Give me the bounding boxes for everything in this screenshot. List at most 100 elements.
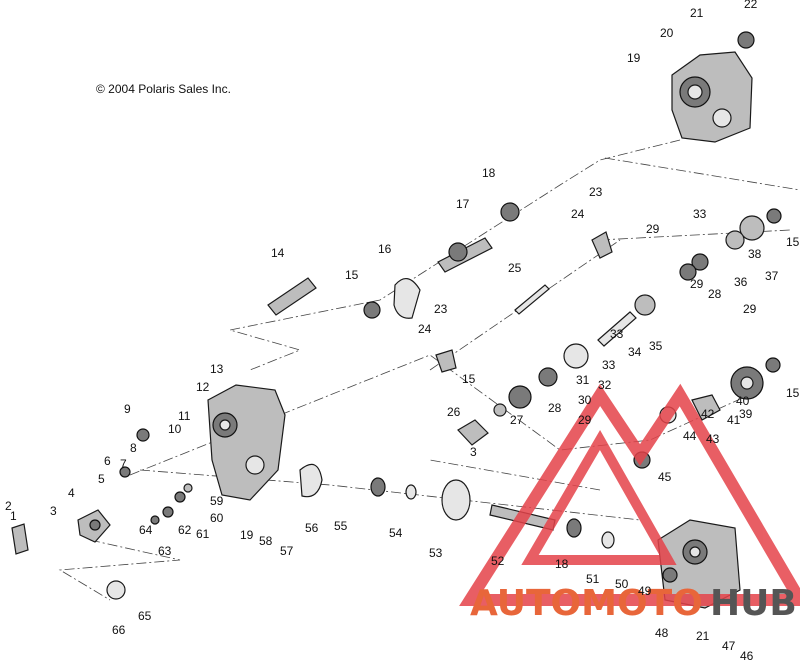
callout-17: 17 bbox=[456, 197, 470, 211]
callout-19: 19 bbox=[240, 528, 254, 542]
cover-part-20 bbox=[671, 51, 753, 143]
callout-30: 30 bbox=[578, 393, 592, 407]
callout-2: 2 bbox=[5, 499, 12, 513]
callout-15: 15 bbox=[786, 235, 800, 249]
callout-5: 5 bbox=[98, 472, 105, 486]
callout-60: 60 bbox=[210, 511, 224, 525]
callout-54: 54 bbox=[389, 526, 403, 540]
callout-33: 33 bbox=[602, 358, 616, 372]
callout-12: 12 bbox=[196, 380, 210, 394]
callout-3: 3 bbox=[50, 504, 57, 518]
part-26 bbox=[457, 419, 489, 446]
callout-51: 51 bbox=[586, 572, 600, 586]
watermark-text-right: HUB bbox=[710, 583, 797, 624]
callout-49: 49 bbox=[638, 584, 652, 598]
callout-57: 57 bbox=[280, 544, 294, 558]
callout-44: 44 bbox=[683, 429, 697, 443]
callout-43: 43 bbox=[706, 432, 720, 446]
callout-46: 46 bbox=[740, 649, 754, 663]
callout-11: 11 bbox=[178, 409, 191, 423]
callout-55: 55 bbox=[334, 519, 348, 533]
callout-6: 6 bbox=[104, 454, 111, 468]
callout-61: 61 bbox=[196, 527, 210, 541]
callout-26: 26 bbox=[447, 405, 461, 419]
callout-63: 63 bbox=[158, 544, 172, 558]
callout-4: 4 bbox=[68, 486, 75, 500]
callout-22: 22 bbox=[744, 0, 758, 11]
callout-58: 58 bbox=[259, 534, 273, 548]
watermark-text-left: AUTOMOTO bbox=[470, 583, 703, 624]
callout-53: 53 bbox=[429, 546, 443, 560]
callout-7: 7 bbox=[120, 457, 127, 471]
callout-50: 50 bbox=[615, 577, 629, 591]
callout-21: 21 bbox=[690, 6, 704, 20]
callout-28: 28 bbox=[548, 401, 562, 415]
rod-part-25 bbox=[514, 284, 550, 315]
chain-part-16 bbox=[393, 278, 421, 319]
callout-3: 3 bbox=[470, 445, 477, 459]
clip-part-56 bbox=[299, 463, 323, 498]
callout-15: 15 bbox=[786, 386, 800, 400]
callout-29: 29 bbox=[646, 222, 660, 236]
callout-23: 23 bbox=[434, 302, 448, 316]
shaft-part-14 bbox=[267, 277, 317, 316]
callout-56: 56 bbox=[305, 521, 319, 535]
callout-21: 21 bbox=[696, 629, 710, 643]
shaft-part-17 bbox=[437, 237, 493, 273]
callout-29: 29 bbox=[743, 302, 757, 316]
seal-part-9 bbox=[136, 428, 150, 442]
callout-14: 14 bbox=[271, 246, 285, 260]
copyright-notice: © 2004 Polaris Sales Inc. bbox=[96, 82, 231, 96]
bearing-part-18-low bbox=[566, 518, 582, 538]
pulley-part-53 bbox=[441, 479, 471, 521]
cover-part-49 bbox=[657, 519, 741, 609]
callout-38: 38 bbox=[748, 247, 762, 261]
callout-66: 66 bbox=[112, 623, 126, 637]
callout-48: 48 bbox=[655, 626, 669, 640]
fork-part-24-lower bbox=[435, 349, 457, 373]
callout-31: 31 bbox=[576, 373, 590, 387]
ring-part-51 bbox=[601, 531, 615, 549]
callout-1: 1 bbox=[10, 509, 17, 523]
callout-59: 59 bbox=[210, 494, 224, 508]
callout-13: 13 bbox=[210, 362, 224, 376]
callout-29: 29 bbox=[690, 277, 704, 291]
callout-10: 10 bbox=[168, 422, 182, 436]
seal-part-22 bbox=[737, 31, 755, 49]
callout-25: 25 bbox=[508, 261, 522, 275]
callout-33: 33 bbox=[610, 327, 624, 341]
bearing-part-15-left bbox=[363, 301, 381, 319]
callout-15: 15 bbox=[345, 268, 359, 282]
callout-18: 18 bbox=[555, 557, 569, 571]
plate-part-40 bbox=[691, 394, 721, 421]
small-parts-left bbox=[11, 483, 193, 600]
bearing-part-18-top bbox=[500, 202, 520, 222]
ring-part-54 bbox=[405, 484, 417, 500]
bearing-part-18-mid bbox=[370, 477, 386, 497]
watermark-logo bbox=[459, 383, 800, 606]
callout-8: 8 bbox=[130, 441, 137, 455]
case-part-12 bbox=[207, 384, 286, 501]
callout-35: 35 bbox=[649, 339, 663, 353]
callout-40: 40 bbox=[736, 394, 750, 408]
callout-24: 24 bbox=[418, 322, 432, 336]
callout-16: 16 bbox=[378, 242, 392, 256]
callout-47: 47 bbox=[722, 639, 736, 653]
callout-36: 36 bbox=[734, 275, 748, 289]
callout-37: 37 bbox=[765, 269, 779, 283]
callout-33: 33 bbox=[693, 207, 707, 221]
callout-29: 29 bbox=[578, 413, 592, 427]
callout-65: 65 bbox=[138, 609, 152, 623]
callout-20: 20 bbox=[660, 26, 674, 40]
callout-28: 28 bbox=[708, 287, 722, 301]
part-8 bbox=[119, 466, 131, 478]
fork-part-24-top bbox=[591, 231, 613, 259]
callout-32: 32 bbox=[598, 378, 612, 392]
callout-45: 45 bbox=[658, 470, 672, 484]
callout-18: 18 bbox=[482, 166, 496, 180]
callout-23: 23 bbox=[589, 185, 603, 199]
callout-24: 24 bbox=[571, 207, 585, 221]
callout-42: 42 bbox=[701, 407, 715, 421]
